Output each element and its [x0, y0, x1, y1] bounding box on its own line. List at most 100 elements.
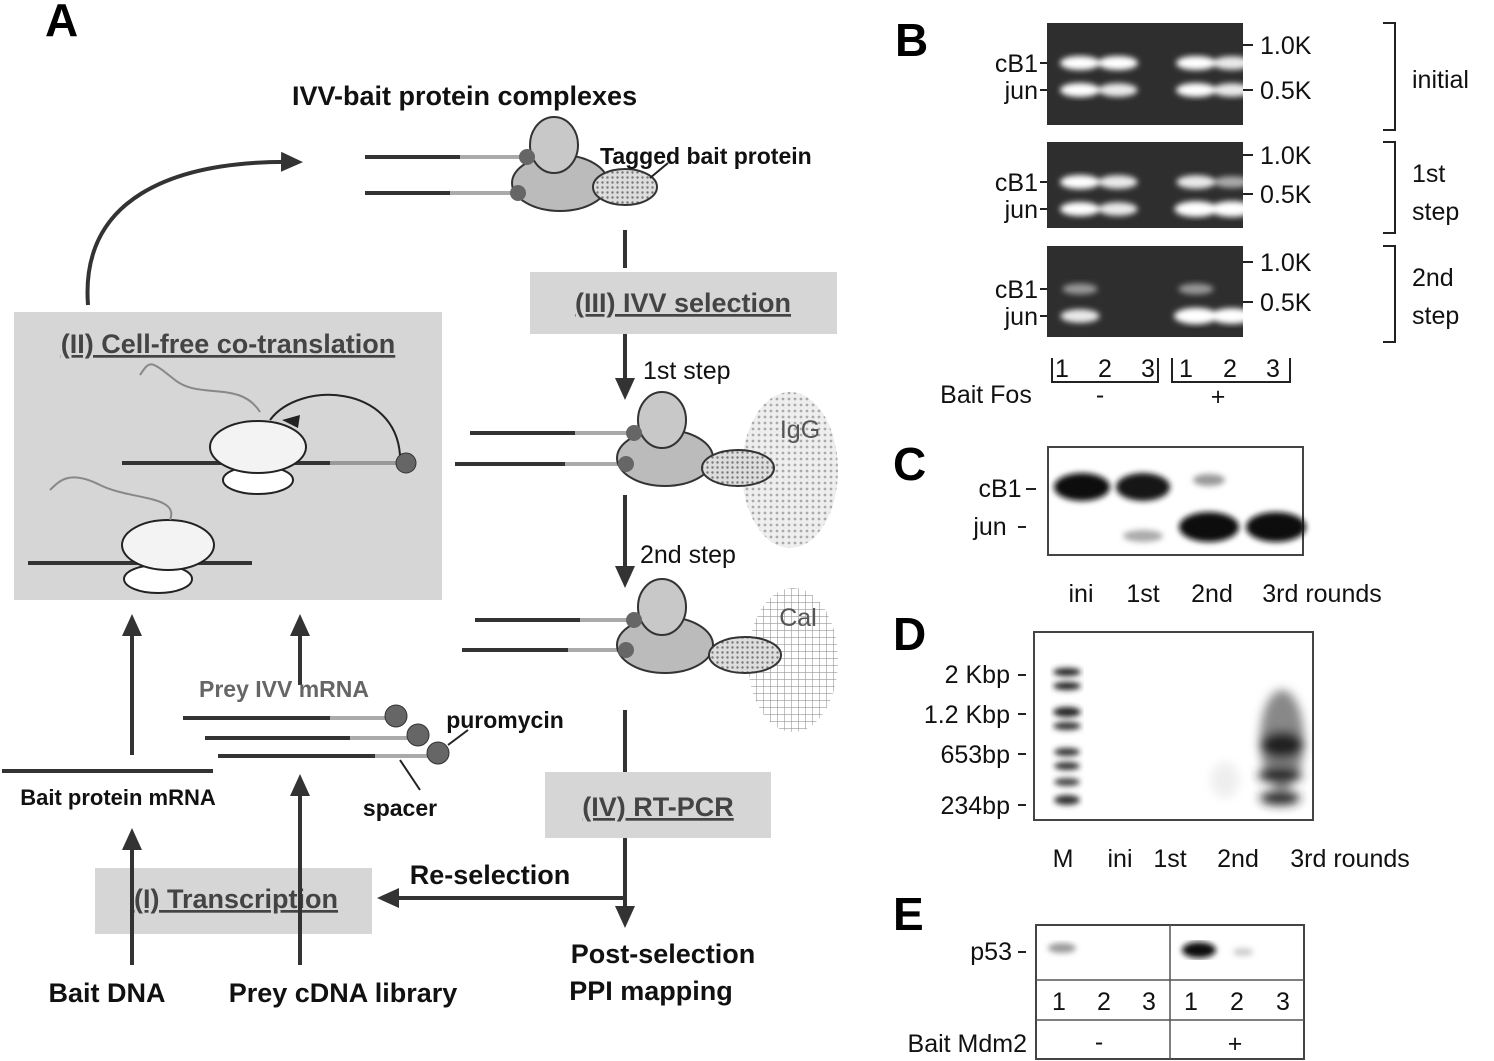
blot-d-ladder — [1053, 668, 1081, 805]
e-lane-number: 1 — [1184, 988, 1198, 1016]
e-lane-number: 1 — [1052, 988, 1066, 1016]
panel-letter-e: E — [893, 888, 924, 940]
gel-band — [1176, 175, 1216, 189]
b-size-marker: 0.5K — [1260, 181, 1312, 209]
gel-band — [1176, 56, 1216, 70]
d-marker-653bp: 653bp — [940, 741, 1010, 769]
ribosome-illustration — [28, 363, 417, 594]
first-step-label: 1st step — [643, 357, 731, 385]
b-row-label: step — [1412, 302, 1459, 330]
gel-band — [1060, 83, 1100, 97]
gel-band — [1176, 83, 1216, 97]
cotranslation-label: (II) Cell-free co-translation — [61, 329, 396, 359]
gel-band — [1098, 56, 1138, 70]
gel-band — [1060, 202, 1100, 216]
gel-band — [1252, 203, 1288, 215]
e-lane-number: 2 — [1097, 988, 1111, 1016]
d-lane-ini: ini — [1107, 845, 1132, 873]
blot-d-smear — [1211, 690, 1304, 805]
ivv-selection-label: (III) IVV selection — [575, 288, 791, 318]
transcription-label: (I) Transcription — [134, 884, 338, 914]
second-step-label: 2nd step — [640, 541, 736, 569]
b-band-label: cB1 — [995, 276, 1038, 304]
d-marker-2kbp: 2 Kbp — [945, 661, 1010, 689]
b-lane-number: 1 — [1055, 355, 1069, 383]
ivv-selection-box — [530, 272, 837, 334]
gel-band — [1210, 201, 1254, 217]
igg-label: IgG — [780, 416, 820, 444]
gel-band — [1178, 283, 1214, 295]
b-band-label: jun — [1004, 196, 1038, 224]
gel-band — [1098, 83, 1138, 97]
cal-label: Cal — [779, 604, 817, 632]
b-lane-number: 2 — [1098, 355, 1112, 383]
b-band-label: cB1 — [995, 50, 1038, 78]
c-lane-2nd: 2nd — [1191, 580, 1233, 608]
gel-b-1 — [1047, 23, 1243, 125]
b-row-label: step — [1412, 198, 1459, 226]
b-lane-number: 3 — [1266, 355, 1280, 383]
blot-e-bands — [1048, 942, 1253, 958]
c-cb1-label: cB1 — [978, 475, 1021, 503]
gel-band — [1253, 310, 1287, 322]
bait-mrna-label: Bait protein mRNA — [20, 785, 216, 810]
b-lane-number: 2 — [1223, 355, 1237, 383]
panel-letter-b: B — [895, 14, 928, 66]
gel-band — [1174, 201, 1218, 217]
c-lane-ini: ini — [1068, 580, 1093, 608]
gel-band — [1060, 175, 1100, 189]
e-p53-label: p53 — [970, 938, 1012, 966]
rtpcr-label: (IV) RT-PCR — [582, 792, 734, 822]
gel-band — [1254, 85, 1286, 95]
b-band-label: jun — [1004, 77, 1038, 105]
bait-mdm2-minus: - — [1095, 1028, 1103, 1056]
d-lane-1st: 1st — [1153, 845, 1186, 873]
panel-d: D 2 Kbp 1.2 Kbp 653bp 234bp M ini 1st 2n… — [893, 608, 1410, 873]
b-row-label: initial — [1412, 66, 1469, 94]
bait-mdm2-label: Bait Mdm2 — [908, 1030, 1027, 1058]
tagged-bait-label: Tagged bait protein — [600, 143, 812, 169]
b-band-label: jun — [1004, 303, 1038, 331]
gel-band — [1060, 56, 1100, 70]
panel-c: C cB1 jun ini 1st 2nd 3rd rounds — [893, 438, 1382, 608]
b-row-label: 1st — [1412, 160, 1445, 188]
b-band-label: cB1 — [995, 169, 1038, 197]
bait-fos-plus: + — [1211, 383, 1226, 411]
b-size-marker: 1.0K — [1260, 142, 1312, 170]
b-lane-number: 1 — [1179, 355, 1193, 383]
d-lane-2nd: 2nd — [1217, 845, 1259, 873]
gel-band — [1214, 176, 1250, 188]
post-selection-label: Post-selection — [571, 939, 756, 969]
transcription-box — [95, 868, 372, 934]
complexes-title: IVV-bait protein complexes — [292, 81, 637, 111]
gel-band — [1098, 175, 1138, 189]
gel-band — [1062, 283, 1098, 295]
gel-band — [1212, 83, 1252, 97]
puromycin-label: puromycin — [446, 707, 564, 733]
reselection-label: Re-selection — [410, 860, 571, 890]
b-size-marker: 1.0K — [1260, 249, 1312, 277]
spacer-label: spacer — [363, 795, 437, 821]
rtpcr-box — [545, 772, 771, 838]
d-lane-m: M — [1053, 845, 1074, 873]
c-lane-3rd: 3rd rounds — [1262, 580, 1382, 608]
prey-library-label: Prey cDNA library — [229, 978, 458, 1008]
panel-letter-d: D — [893, 608, 926, 660]
e-lane-number: 3 — [1142, 988, 1156, 1016]
blot-c-bands — [1054, 473, 1306, 542]
bait-fos-label: Bait Fos — [940, 381, 1032, 409]
gel-band — [1212, 56, 1252, 70]
bait-fos-minus: - — [1096, 381, 1104, 409]
prey-mrna-strands — [183, 704, 469, 791]
panel-a: A IVV-bait protein complexes Tagged bait… — [2, 0, 838, 1008]
d-marker-1-2kbp: 1.2 Kbp — [924, 701, 1010, 729]
e-lane-number: 2 — [1230, 988, 1244, 1016]
b-size-marker: 0.5K — [1260, 289, 1312, 317]
b-lane-number: 3 — [1141, 355, 1155, 383]
b-size-marker: 1.0K — [1260, 32, 1312, 60]
ppi-mapping-label: PPI mapping — [569, 976, 733, 1006]
panel-letter-c: C — [893, 438, 926, 490]
